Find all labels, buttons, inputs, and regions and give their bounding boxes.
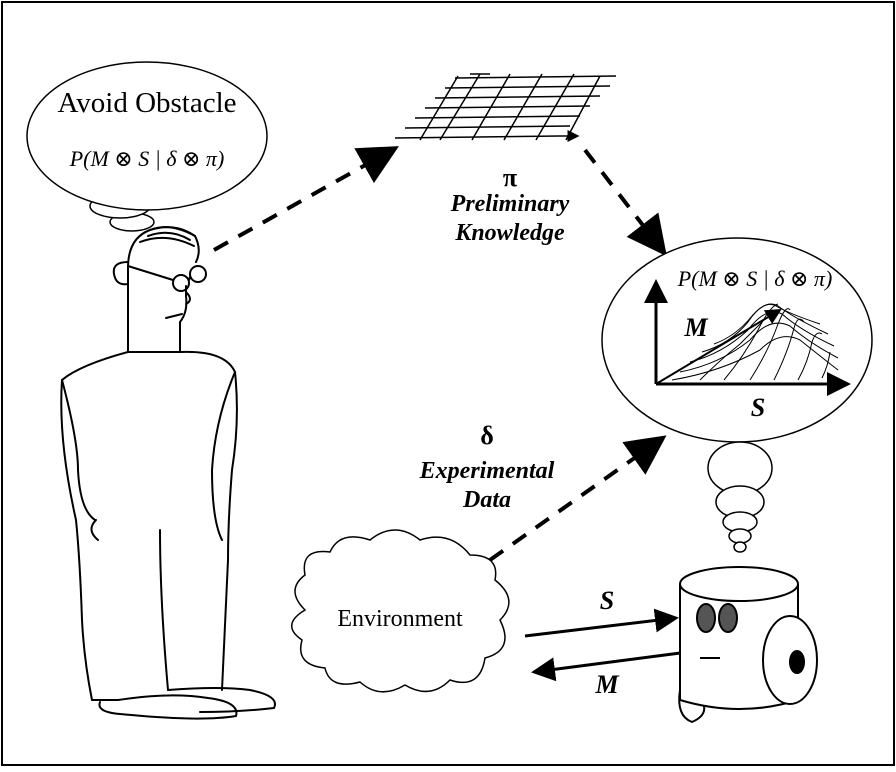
preliminary-label: Preliminary (450, 191, 570, 217)
distribution-formula: P(M ⊗ S | δ ⊗ π) (677, 266, 833, 291)
scientist-figure (60, 226, 276, 720)
dashed-arrow-knowledge-to-distribution (583, 148, 667, 257)
environment-cloud: Environment (291, 529, 510, 693)
experimental-label: Experimental (419, 458, 555, 484)
robot-wheel-hub (789, 650, 805, 674)
environment-label: Environment (337, 606, 463, 632)
pi-symbol: π (503, 163, 517, 192)
knowledge-label: Knowledge (454, 220, 565, 246)
avoid-obstacle-bubble: Avoid Obstacle P(M ⊗ S | δ ⊗ π) (26, 61, 268, 211)
knowledge-grid-icon (394, 73, 617, 142)
data-label: Data (462, 487, 511, 513)
robot-figure (678, 566, 818, 724)
robot-eye-left (696, 603, 716, 633)
cloud-shape (291, 529, 510, 693)
bubble-formula: P(M ⊗ S | δ ⊗ π) (69, 146, 225, 171)
robot-thought-trail (707, 441, 773, 553)
probability-surface (671, 303, 839, 381)
robot-eye-right (718, 603, 738, 633)
distribution-bubble: P(M ⊗ S | δ ⊗ π) M S (601, 237, 873, 443)
sensor-label: S (600, 586, 614, 615)
dashed-arrow-person-to-knowledge (213, 146, 399, 252)
axis-m-label: M (683, 313, 708, 342)
motor-label: M (594, 670, 619, 699)
motor-arrow (531, 650, 689, 682)
sensor-arrow (524, 608, 679, 638)
dashed-arrow-data-to-distribution (488, 435, 667, 562)
axis-s-label: S (751, 393, 765, 422)
thought-bubble-shape (26, 61, 268, 211)
m-axis (655, 308, 782, 385)
delta-symbol: δ (480, 421, 494, 450)
bubble-title: Avoid Obstacle (57, 87, 236, 119)
